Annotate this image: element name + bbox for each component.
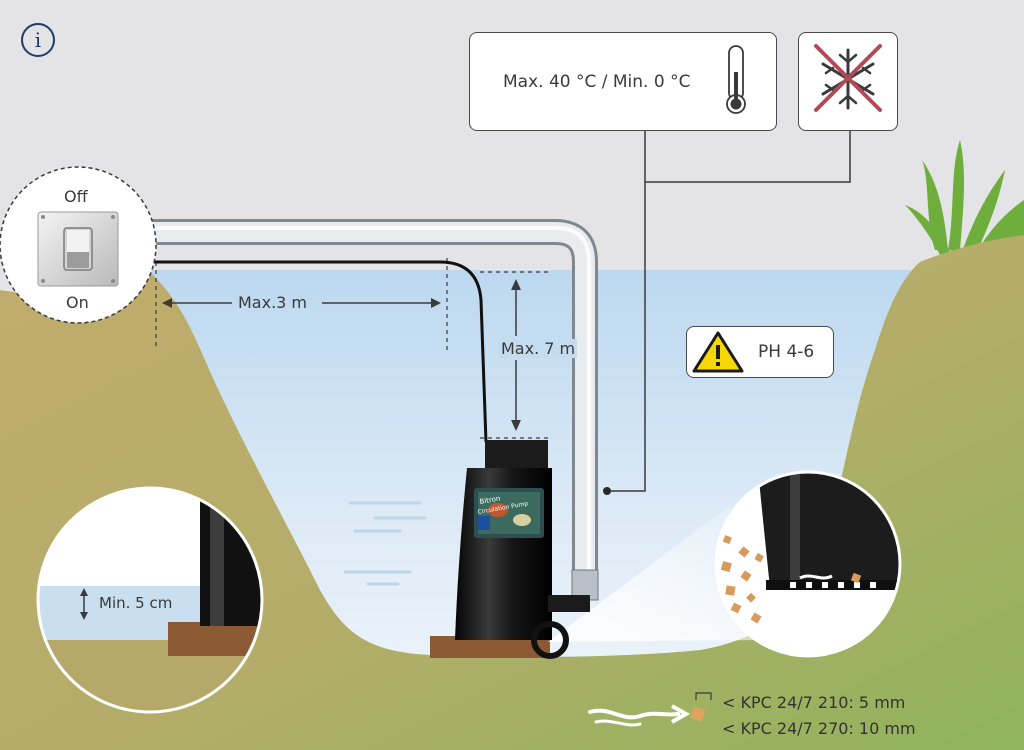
water-ripples [343,501,427,586]
particle-size-line-2: < KPC 24/7 270: 10 mm [722,719,916,738]
pump-brand: Bitron [479,494,501,506]
info-icon[interactable]: i [21,23,55,57]
pump-stand [430,636,550,658]
vertical-distance-label: Max. 7 m [499,339,578,358]
no-frost-icon-overlay [814,44,882,112]
power-cable [150,260,488,443]
switch-zoom [0,166,157,324]
particle-flow-icon [588,692,712,727]
pump [455,440,590,659]
sieve-particles [720,535,862,624]
particle-size-line-1: < KPC 24/7 210: 5 mm [722,693,906,712]
temperature-box [469,32,777,131]
switch-off-label: Off [64,187,88,206]
temperature-label: Max. 40 °C / Min. 0 °C [503,72,691,92]
pond-plant [905,140,1024,258]
connector-dot [603,487,611,495]
intake-beam [548,505,760,642]
dimension-arrows [162,279,521,431]
sieve-zoom [714,470,902,658]
thermometer-icon-overlay [726,45,746,114]
warning-icon-overlay [692,331,744,373]
ph-label: PH 4-6 [758,342,815,362]
switch-on-label: On [66,293,89,312]
min-depth-arrow [80,588,88,620]
horizontal-distance-label: Max.3 m [238,293,308,312]
min-depth-label: Min. 5 cm [99,594,173,612]
connector-lines [607,130,851,492]
